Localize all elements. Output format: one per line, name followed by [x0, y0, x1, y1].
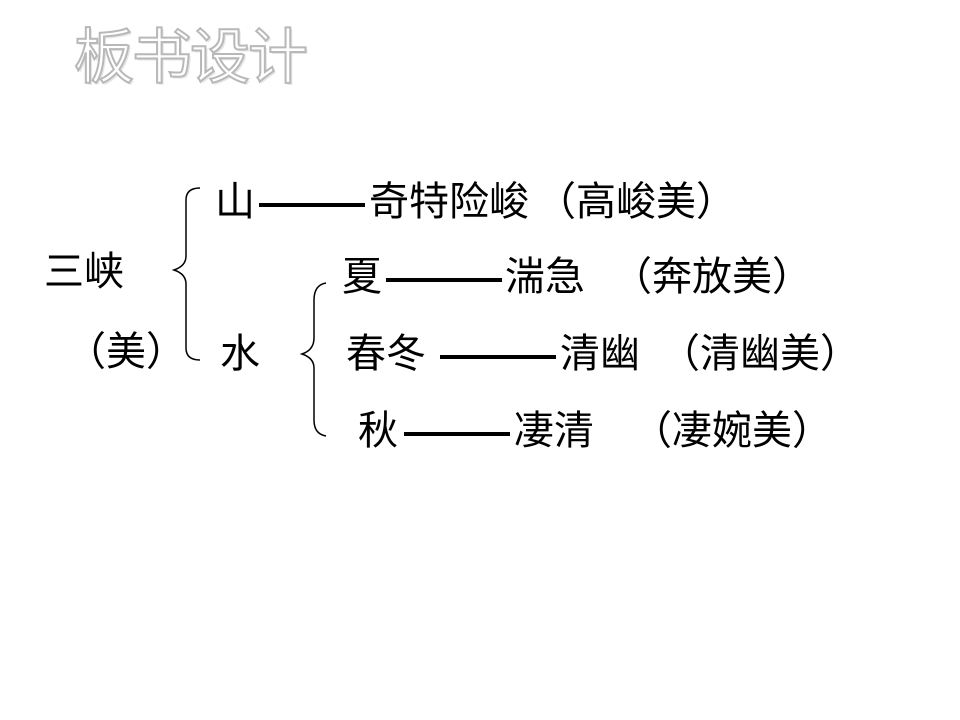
spring-winter-label: 春冬 — [346, 331, 426, 377]
mountain-label: 山 — [215, 179, 255, 225]
water-label: 水 — [220, 331, 260, 377]
autumn-label: 秋 — [358, 408, 398, 454]
summer-dash — [386, 278, 502, 282]
summer-label: 夏 — [342, 254, 382, 300]
autumn-dash — [404, 432, 510, 436]
mountain-beauty: （高峻美） — [536, 179, 736, 225]
autumn-beauty: （凄婉美） — [632, 408, 832, 454]
summer-beauty: （奔放美） — [612, 254, 812, 300]
mountain-dash — [259, 203, 365, 207]
summer-trait: 湍急 — [505, 254, 585, 300]
slide-heading: 板书设计 — [73, 23, 309, 93]
autumn-trait: 凄清 — [514, 408, 594, 454]
spring-winter-beauty: （清幽美） — [660, 331, 860, 377]
subject-beauty-label: （美） — [66, 329, 186, 375]
spring-winter-dash — [440, 355, 556, 359]
subject-label: 三峡 — [44, 249, 124, 295]
mountain-trait: 奇特险峻 — [369, 179, 529, 225]
spring-winter-trait: 清幽 — [560, 331, 640, 377]
